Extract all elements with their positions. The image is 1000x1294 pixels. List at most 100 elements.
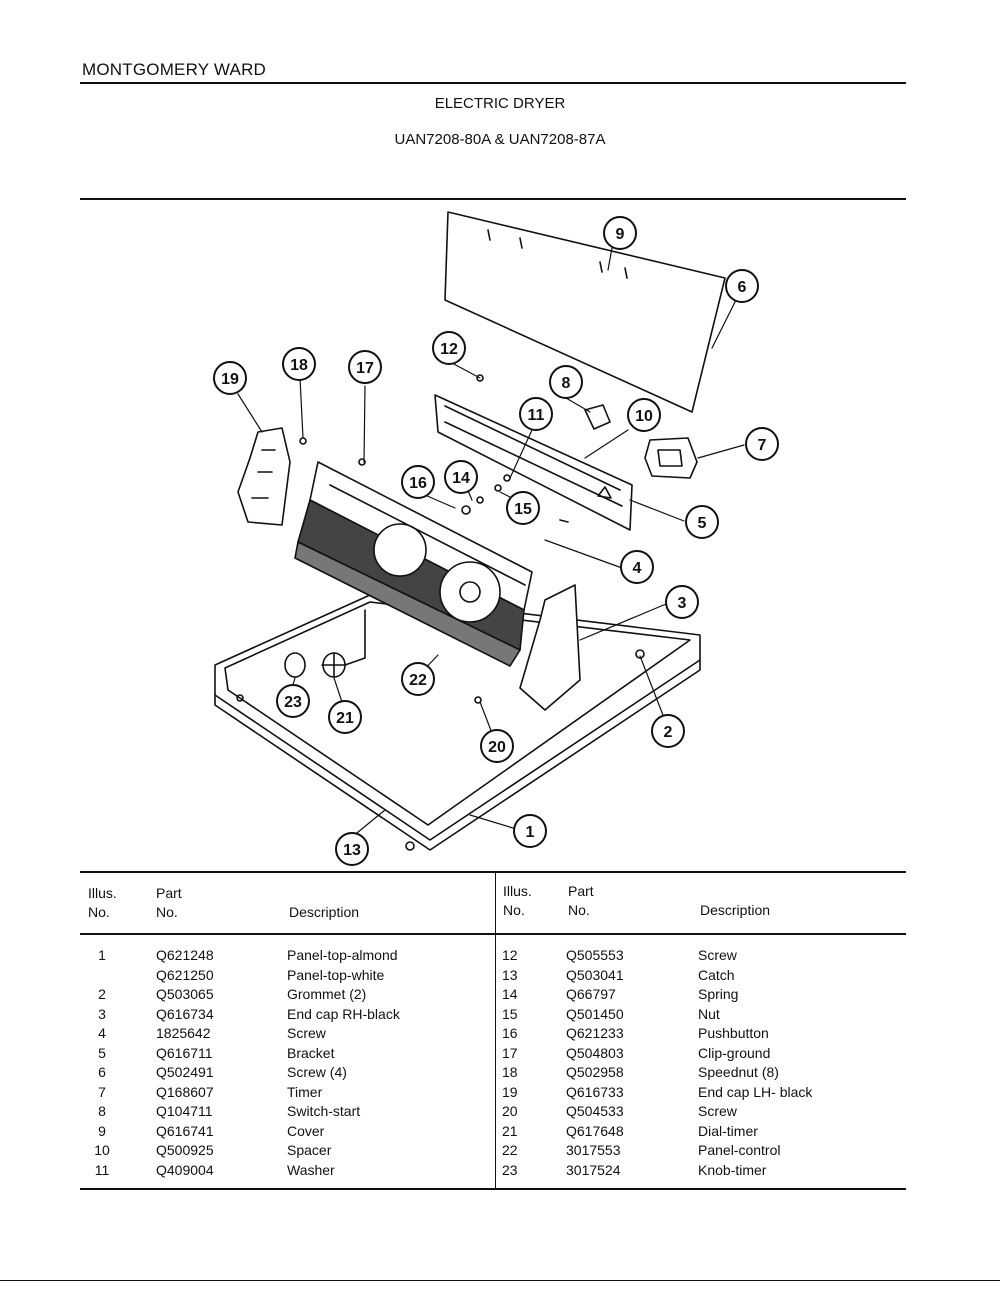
illus-number: 2 <box>98 986 106 1002</box>
part-description: Screw <box>698 1103 737 1119</box>
part-number: Q621248 <box>156 947 214 963</box>
svg-text:12: 12 <box>440 341 458 358</box>
control-panel-part <box>294 461 533 667</box>
svg-text:3: 3 <box>678 595 687 612</box>
callout-15: 15 <box>506 491 540 525</box>
svg-text:16: 16 <box>409 475 427 492</box>
illus-number: 9 <box>98 1122 106 1139</box>
table-rule-top <box>80 871 906 873</box>
svg-text:13: 13 <box>343 842 361 859</box>
part-description: Catch <box>698 966 735 983</box>
callout-21: 21 <box>328 700 362 734</box>
table-row: 22 3017553 Panel-control <box>0 1141 1000 1160</box>
part-number: Q501450 <box>566 1005 624 1022</box>
svg-text:9: 9 <box>616 226 625 243</box>
page-bottom-rule <box>0 1280 1000 1281</box>
part-description: Panel-control <box>698 1142 781 1158</box>
part-description: Grommet (2) <box>287 986 367 1002</box>
part-number: Q616711 <box>156 1044 213 1061</box>
illus-number: 7 <box>98 1083 106 1100</box>
svg-text:22: 22 <box>409 672 427 689</box>
left-header-description: Description <box>289 904 360 920</box>
svg-text:23: 23 <box>284 694 302 711</box>
part-description: Pushbutton <box>698 1025 769 1041</box>
illus-number: 11 <box>94 1161 110 1178</box>
part-number: Q500925 <box>156 1142 214 1158</box>
right-header-description: Description <box>700 902 771 918</box>
part-description: Washer <box>287 1161 335 1178</box>
svg-text:19: 19 <box>221 371 239 388</box>
callout-10: 10 <box>627 398 661 432</box>
left-header-part-line1: Part <box>156 885 182 901</box>
table-rule-header <box>80 933 906 935</box>
illus-number: 21 <box>502 1122 518 1139</box>
illus-number: 22 <box>502 1142 518 1158</box>
part-description: Switch-start <box>287 1103 361 1119</box>
svg-text:1: 1 <box>526 824 535 841</box>
part-number: Q616733 <box>566 1083 624 1100</box>
illus-number: 17 <box>502 1044 518 1061</box>
part-description: Screw <box>698 947 737 963</box>
part-description: Cover <box>287 1122 325 1139</box>
left-header-illus-line1: Illus. <box>88 885 117 901</box>
part-number: Q502958 <box>566 1064 624 1080</box>
svg-text:21: 21 <box>336 710 354 727</box>
exploded-parts-diagram: 1 2 3 4 5 6 7 8 9 10 11 12 13 14 15 16 1… <box>213 211 779 866</box>
svg-text:8: 8 <box>562 375 571 392</box>
illus-number: 12 <box>502 947 518 963</box>
callout-7: 7 <box>745 427 779 461</box>
part-description: Speednut (8) <box>698 1064 779 1080</box>
left-header-illus-line2: No. <box>88 904 110 920</box>
svg-text:14: 14 <box>452 470 470 487</box>
callout-5: 5 <box>685 505 719 539</box>
svg-text:15: 15 <box>514 501 532 518</box>
callout-12: 12 <box>432 331 466 365</box>
illus-number: 23 <box>502 1161 518 1178</box>
illus-number: 5 <box>98 1044 106 1061</box>
header-rule-bottom <box>80 198 906 200</box>
illus-number: 6 <box>98 1064 106 1080</box>
part-description: Spacer <box>287 1142 332 1158</box>
part-number: Q168607 <box>156 1083 214 1100</box>
bracket-part <box>434 394 633 531</box>
right-header-illus-line1: Illus. <box>503 883 532 899</box>
brand-name: MONTGOMERY WARD <box>82 60 267 79</box>
illus-number: 10 <box>94 1142 110 1158</box>
part-description: Nut <box>698 1005 720 1022</box>
callout-4: 4 <box>620 550 654 584</box>
part-description: Spring <box>698 986 739 1002</box>
part-number: 3017553 <box>566 1142 621 1158</box>
svg-text:4: 4 <box>633 560 642 577</box>
table-row: 10 Q500925 Spacer <box>0 1141 1000 1160</box>
svg-text:20: 20 <box>488 739 506 756</box>
svg-text:2: 2 <box>664 724 673 741</box>
callout-22: 22 <box>401 662 435 696</box>
callout-17: 17 <box>348 350 382 384</box>
illus-number: 3 <box>98 1005 106 1022</box>
right-header-part-line1: Part <box>568 883 594 899</box>
part-number: Q617648 <box>566 1122 624 1139</box>
svg-text:11: 11 <box>528 407 545 424</box>
table-rule-bottom <box>80 1188 906 1190</box>
callout-2: 2 <box>651 714 685 748</box>
part-description: Screw <box>287 1025 326 1041</box>
part-number: Q621250 <box>156 966 214 983</box>
leader-lines <box>237 247 745 838</box>
